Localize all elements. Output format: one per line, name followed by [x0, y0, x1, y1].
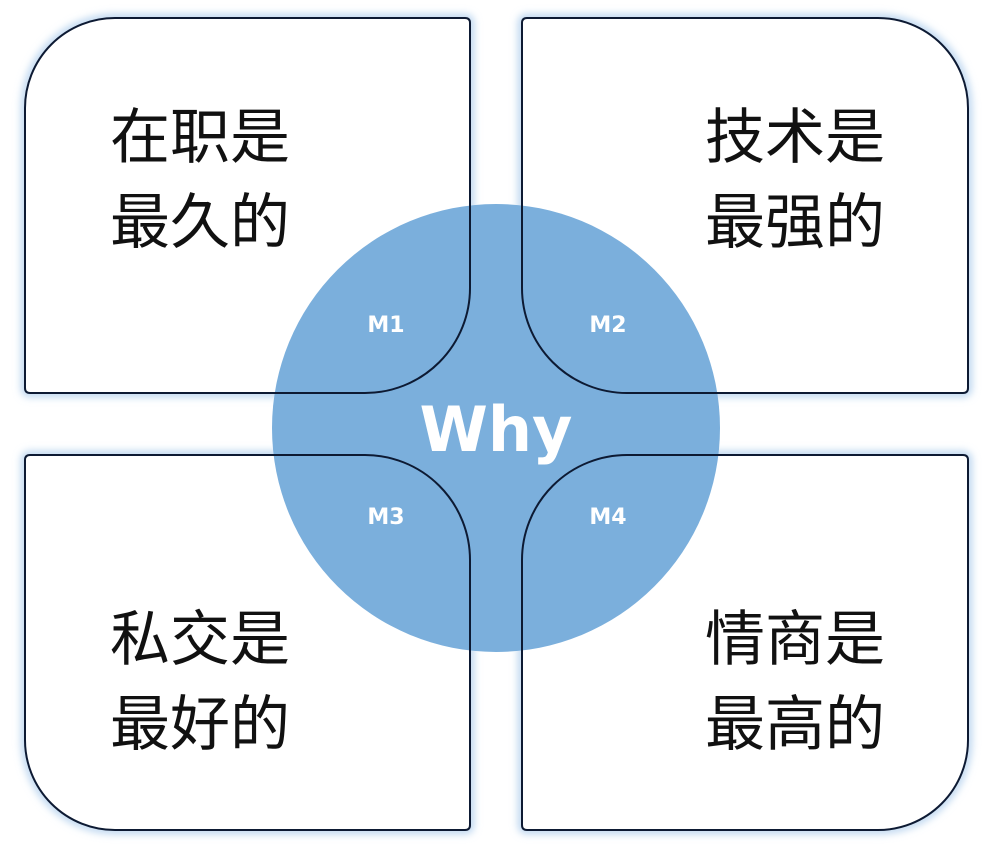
- why-label: Why: [420, 393, 573, 466]
- m3-line-1: 私交是: [110, 605, 290, 675]
- m4-tag: M4: [589, 505, 626, 530]
- quadrant-box-m4: [521, 454, 969, 831]
- why-circle: [272, 204, 720, 652]
- m4-line-2: 最高的: [705, 690, 885, 760]
- quadrant-box-m1: [24, 17, 471, 394]
- m2-tag: M2: [589, 313, 626, 338]
- m2-line-1: 技术是: [705, 103, 885, 173]
- m1-tag: M1: [367, 313, 404, 338]
- m3-line-2: 最好的: [110, 690, 290, 760]
- m4-line-1: 情商是: [705, 605, 885, 675]
- quadrant-box-m3: [24, 454, 471, 831]
- m2-line-2: 最强的: [705, 188, 885, 258]
- m1-line-2: 最久的: [110, 188, 290, 258]
- m3-tag: M3: [367, 505, 404, 530]
- quadrant-box-m2: [521, 17, 969, 394]
- m1-line-1: 在职是: [110, 103, 290, 173]
